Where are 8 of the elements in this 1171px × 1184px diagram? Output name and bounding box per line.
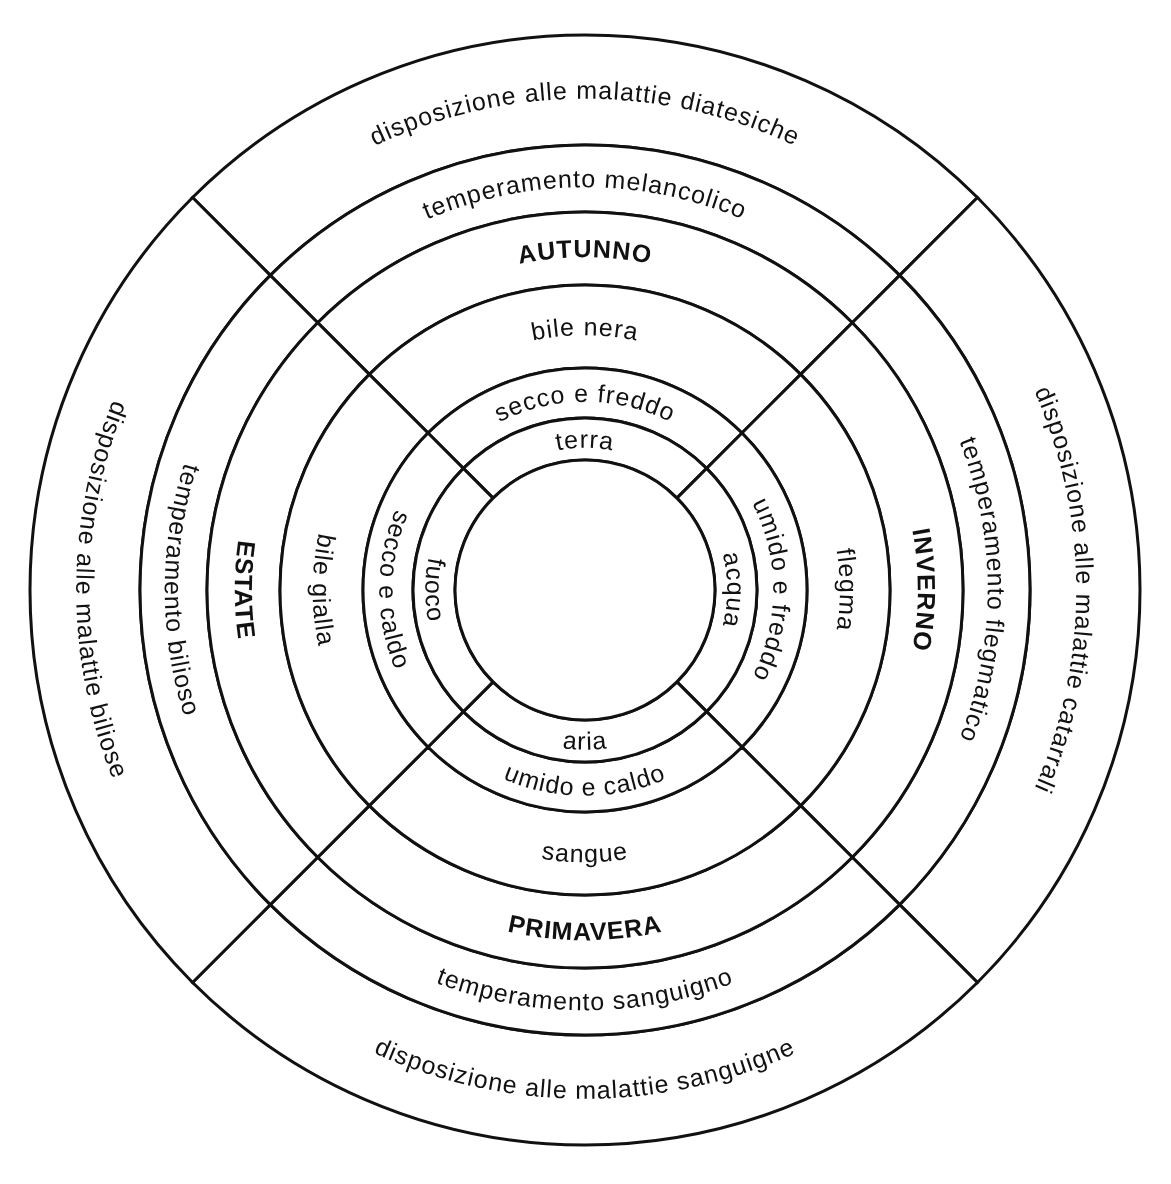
segment-label: terra <box>553 424 617 456</box>
segment-label: sangue <box>540 836 630 868</box>
segment-label: PRIMAVERA <box>506 909 664 946</box>
segment-label: AUTUNNO <box>515 234 655 269</box>
segment-label: secco e freddo <box>489 378 681 427</box>
segment-label: aria <box>561 725 609 755</box>
segment-label: bile nera <box>528 312 642 346</box>
segment-label: umido e caldo <box>501 757 669 801</box>
